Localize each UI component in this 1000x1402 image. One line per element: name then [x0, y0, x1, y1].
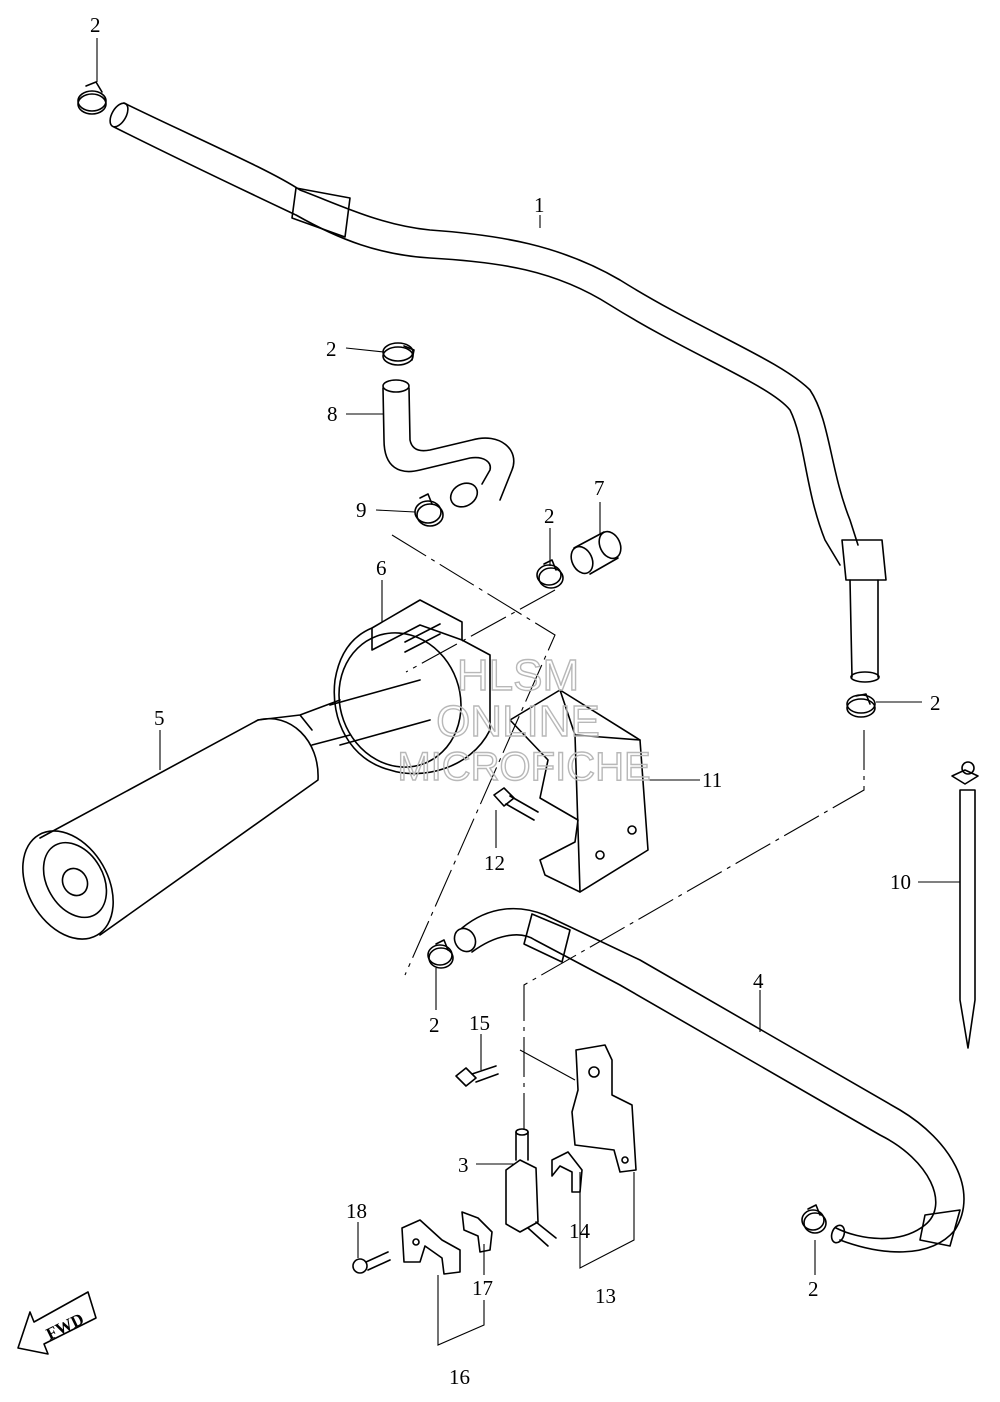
callout-3: 3 — [458, 1153, 469, 1177]
callout-4: 4 — [753, 969, 764, 993]
callout-2-right: 2 — [930, 691, 941, 715]
callout-12: 12 — [484, 851, 505, 875]
callout-2-pipe4: 2 — [429, 1013, 440, 1037]
part-5-fuel-pump — [22, 679, 431, 940]
clamp-2-pipe4 — [427, 939, 454, 969]
callout-2-hose8: 2 — [326, 337, 337, 361]
callout-2-top: 2 — [90, 13, 101, 37]
part-7-sleeve — [570, 530, 622, 575]
watermark-line-1: HLSM — [457, 651, 579, 700]
callout-6: 6 — [376, 556, 387, 580]
part-6-pump-holder — [333, 599, 491, 775]
callout-2-sleeve: 2 — [544, 504, 555, 528]
watermark-line-3: MICROFICHE — [397, 745, 650, 789]
assembly-lines — [391, 534, 865, 1130]
watermark-line-2: ONLINE — [436, 697, 600, 746]
part-14-clip — [551, 1151, 583, 1193]
clamp-2-top — [77, 81, 107, 115]
clamp-2-sleeve — [536, 559, 564, 589]
clamp-2-hose8 — [382, 342, 415, 366]
part-1-fuel-hose — [109, 102, 887, 683]
clamp-9 — [414, 493, 444, 527]
part-15-bolt — [455, 1065, 499, 1087]
part-10-cable-tie — [951, 761, 979, 1049]
part-4-lower-hose — [453, 907, 965, 1253]
callout-17: 17 — [472, 1276, 493, 1300]
callout-15: 15 — [469, 1011, 490, 1035]
part-16-bracket — [401, 1219, 461, 1275]
callout-2-bottom-right: 2 — [808, 1277, 819, 1301]
callout-14: 14 — [569, 1219, 591, 1243]
callout-16: 16 — [449, 1365, 470, 1389]
clamp-2-bottom-right — [801, 1204, 827, 1234]
part-18-screw — [352, 1251, 391, 1274]
fwd-label: FWD — [43, 1309, 87, 1343]
part-17-clip — [461, 1211, 493, 1253]
callout-10: 10 — [890, 870, 911, 894]
callout-13: 13 — [595, 1284, 616, 1308]
callout-9: 9 — [356, 498, 367, 522]
part-8-bent-hose — [382, 379, 515, 508]
callout-8: 8 — [327, 402, 338, 426]
callouts: 2 1 2 8 9 2 7 6 5 2 11 12 10 4 2 15 3 14… — [90, 13, 941, 1389]
part-13-bracket — [571, 1044, 637, 1173]
callout-5: 5 — [154, 706, 165, 730]
leader-lines — [96, 38, 960, 1346]
callout-18: 18 — [346, 1199, 367, 1223]
callout-11: 11 — [702, 768, 722, 792]
callout-1: 1 — [534, 193, 545, 217]
part-11-bracket — [509, 689, 649, 893]
callout-7: 7 — [594, 476, 605, 500]
watermark: HLSM ONLINE MICROFICHE — [397, 650, 652, 789]
fwd-arrow-icon: FWD — [17, 1291, 97, 1355]
clamp-2-right — [846, 693, 876, 718]
part-3-fitting — [505, 1128, 557, 1247]
part-12-bolt — [493, 787, 539, 821]
